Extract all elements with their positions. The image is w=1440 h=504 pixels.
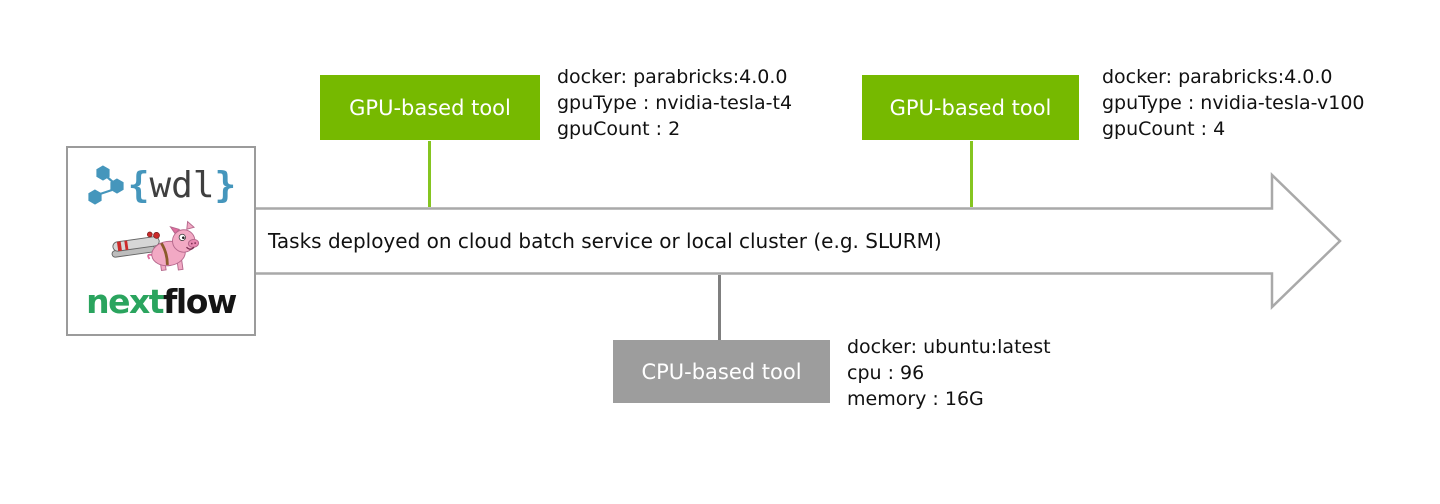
nextflow-green-text: next bbox=[86, 281, 164, 321]
annotation-line: docker: parabricks:4.0.0 bbox=[557, 66, 788, 88]
annotation-line: cpu : 96 bbox=[847, 362, 925, 384]
cpu-tool-label: CPU-based tool bbox=[641, 359, 802, 384]
annotation-line: gpuCount : 4 bbox=[1102, 118, 1226, 140]
annotation-line: gpuCount : 2 bbox=[557, 118, 681, 140]
arrow-label: Tasks deployed on cloud batch service or… bbox=[268, 229, 942, 253]
annotation-line: gpuType : nvidia-tesla-v100 bbox=[1102, 92, 1365, 114]
wdl-hexagons-icon bbox=[88, 165, 124, 205]
flying-pig-icon bbox=[111, 220, 200, 271]
nextflow-black-text: flow bbox=[163, 281, 237, 321]
annotation-line: gpuType : nvidia-tesla-t4 bbox=[557, 92, 793, 114]
wdl-brace-close: } bbox=[214, 165, 237, 207]
annotation-line: memory : 16G bbox=[847, 388, 984, 410]
wdl-brace-open: { bbox=[127, 165, 150, 207]
gpu-tool-box-2: GPU-based tool bbox=[862, 75, 1079, 140]
task-arrow bbox=[256, 172, 1342, 310]
gpu-tool-1-annotation: docker: parabricks:4.0.0 gpuType : nvidi… bbox=[557, 64, 792, 142]
annotation-line: docker: parabricks:4.0.0 bbox=[1102, 66, 1333, 88]
cpu-tool-annotation: docker: ubuntu:latest cpu : 96 memory : … bbox=[847, 334, 1051, 412]
annotation-line: docker: ubuntu:latest bbox=[847, 336, 1051, 358]
gpu-tool-2-label: GPU-based tool bbox=[889, 95, 1052, 120]
wdl-wordmark: {wdl} bbox=[128, 168, 236, 204]
nextflow-logo: nextflow bbox=[86, 281, 237, 321]
cpu-tool-box: CPU-based tool bbox=[613, 340, 830, 403]
gpu-tool-2-annotation: docker: parabricks:4.0.0 gpuType : nvidi… bbox=[1102, 64, 1365, 142]
wdl-logo: {wdl} bbox=[86, 164, 236, 208]
gpu-tool-box-1: GPU-based tool bbox=[320, 75, 540, 140]
gpu-tool-1-label: GPU-based tool bbox=[349, 95, 511, 120]
wdl-letters: wdl bbox=[149, 165, 215, 207]
workflow-engines-panel: {wdl} bbox=[66, 146, 256, 336]
